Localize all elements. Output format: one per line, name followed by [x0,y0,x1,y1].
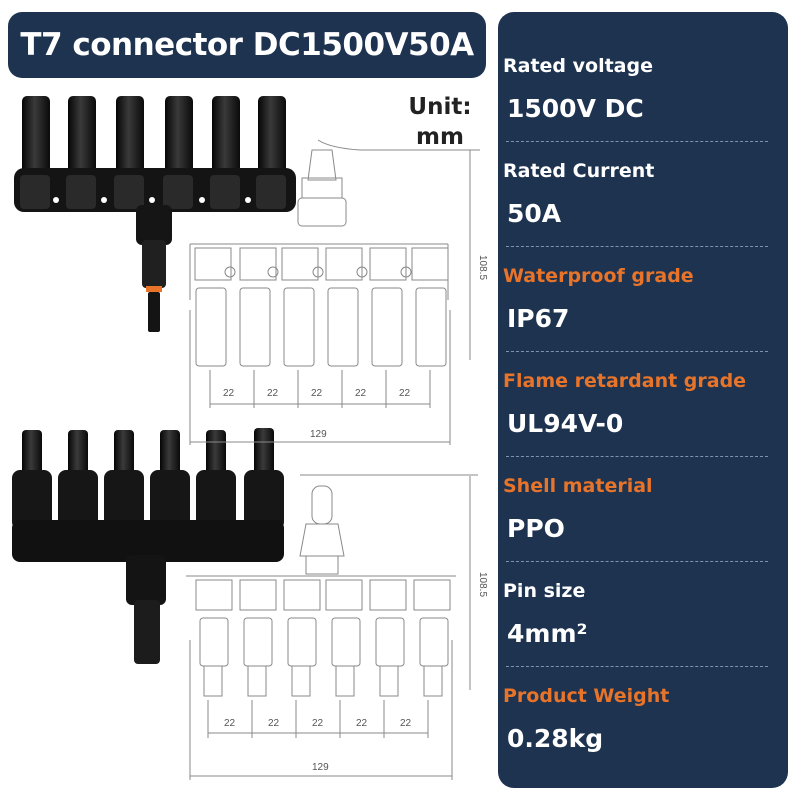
spec-waterproof-grade: Waterproof grade IP67 [498,222,788,352]
spec-rated-current: Rated Current 50A [498,117,788,247]
spec-label: Pin size [503,580,586,602]
spec-divider [506,141,768,142]
pitch-label: 22 [223,388,235,399]
dimension-labels-bottom: 108.5 22 22 22 22 22 129 [224,572,488,773]
spec-value: 4mm² [507,619,588,648]
spec-label: Rated Current [503,160,655,182]
spec-divider [506,666,768,667]
spec-product-weight: Product Weight 0.28kg [498,642,788,753]
spec-divider [506,351,768,352]
connector-photo-bottom [12,428,284,664]
spec-rated-voltage: Rated voltage 1500V DC [498,12,788,142]
spec-divider [506,561,768,562]
spec-shell-material: Shell material PPO [498,432,788,562]
spec-label: Shell material [503,475,653,497]
pitch-label: 22 [400,718,412,729]
pitch-label: 22 [267,388,279,399]
pitch-label: 22 [268,718,280,729]
product-title: T7 connector DC1500V50A [20,27,474,63]
spec-value: 1500V DC [507,94,644,123]
spec-label: Product Weight [503,685,670,707]
spec-label: Waterproof grade [503,265,694,287]
title-banner: T7 connector DC1500V50A [8,12,486,78]
pitch-label: 22 [356,718,368,729]
spec-flame-retardant-grade: Flame retardant grade UL94V-0 [498,327,788,457]
spec-value: IP67 [507,304,570,333]
spec-divider [506,456,768,457]
spec-value: 0.28kg [507,724,604,753]
spec-label: Flame retardant grade [503,370,747,392]
connector-photo-top [14,96,296,332]
spec-pin-size: Pin size 4mm² [498,537,788,667]
technical-drawing-bottom [186,474,478,780]
spec-value: 50A [507,199,562,228]
pitch-label: 22 [224,718,236,729]
pitch-label: 22 [399,388,411,399]
technical-drawing-top [189,139,480,445]
width-dimension-top: 129 [310,429,327,440]
unit-label: Unit: mm [400,92,480,152]
spec-label: Rated voltage [503,55,653,77]
unit-caption: Unit: [408,94,472,120]
pitch-label: 22 [311,388,323,399]
pitch-label: 22 [355,388,367,399]
spec-value: UL94V-0 [507,409,624,438]
unit-value: mm [416,124,464,150]
spec-value: PPO [507,514,565,543]
pitch-label: 22 [312,718,324,729]
dimension-labels-top: 108.5 22 22 22 22 22 129 [223,255,488,440]
spec-panel: Rated voltage 1500V DC Rated Current 50A… [498,12,788,788]
height-dimension-top: 108.5 [477,255,488,280]
height-dimension-bottom: 108.5 [477,572,488,597]
width-dimension-bottom: 129 [312,762,329,773]
product-drawing: 108.5 22 22 22 22 22 129 108.5 22 22 22 … [12,96,488,780]
spec-divider [506,246,768,247]
